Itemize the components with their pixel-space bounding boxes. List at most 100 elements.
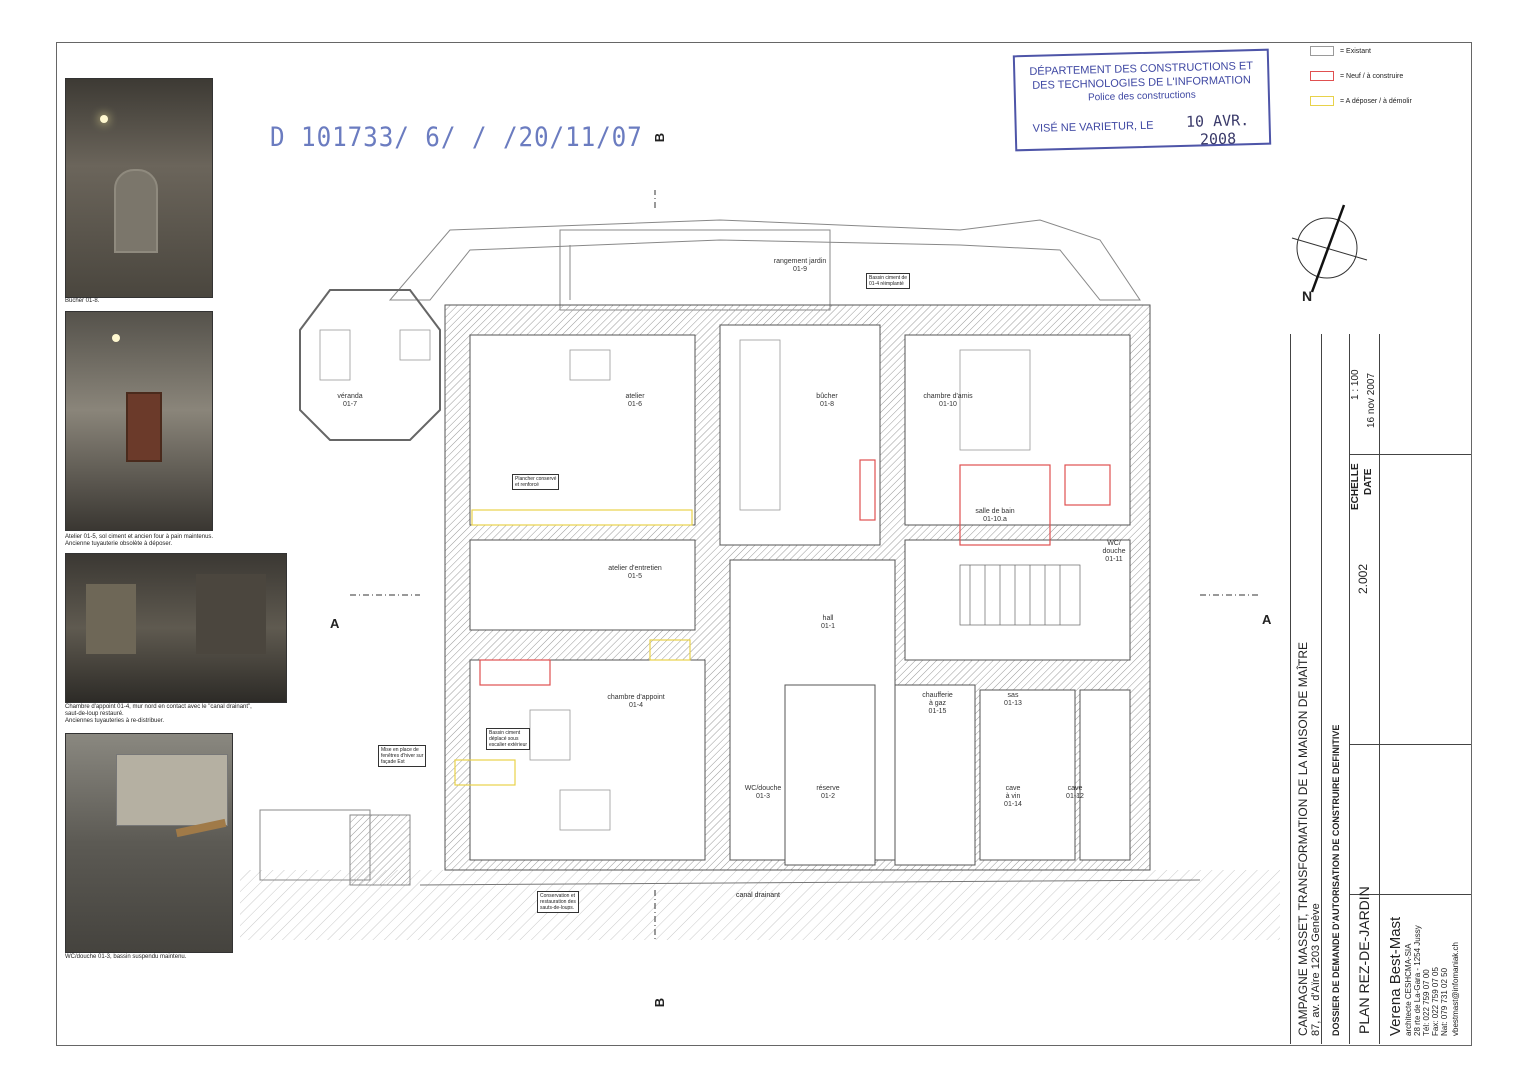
room-code: 01-10.a [983,516,1007,523]
room-name: bûcher [816,393,838,400]
scale-label: ECHELLE [1350,463,1361,510]
room-code: 01-14 [1004,801,1022,808]
architect-title: architecte CESHCMA-SIA [1404,943,1413,1036]
photo-caption: WC/douche 01-3, bassin suspendu maintenu… [65,954,187,960]
section-mark-b: B [652,132,668,143]
room-code: 01-4 [628,702,643,709]
legend-item: = Neuf / à construire [1310,71,1403,81]
section-mark-a: A [330,616,340,631]
room-code: 01-12 [1066,793,1084,800]
room-name: rangement jardin [773,258,827,265]
architect-name: Verena Best-Mast [1387,916,1404,1036]
legend-label: = Neuf / à construire [1340,72,1404,80]
room-code: 01-3 [755,793,770,800]
legend-label: = A déposer / à démolir [1340,97,1412,105]
scale-value: 1 : 100 [1350,369,1361,400]
room-name: atelier [625,393,645,400]
room-name: WC/ douche [1102,540,1126,555]
room-name: chaufferie à gaz [922,692,953,707]
photo-caption: Chambre d'appoint 01-4, mur nord en cont… [65,704,252,724]
photo-atelier [65,311,213,531]
room-code: 01-1 [820,623,835,630]
room-name: chambre d'amis [923,393,973,400]
annotation-note: Bassin ciment de 01-4 réimplanté [866,273,911,289]
room-code: 01-15 [928,708,947,715]
room-code: 01-2 [820,793,835,800]
room-code: 01-11 [1105,556,1123,563]
annotation-note: Bassin ciment déplacé sous escalier exté… [486,728,531,750]
approval-stamp: DÉPARTEMENT DES CONSTRUCTIONS ET DES TEC… [1012,48,1272,152]
room-name: chambre d'appoint [607,694,665,701]
architect-email: vbestmast@infomaniak.ch [1451,942,1460,1036]
legend-swatch [1310,46,1334,56]
legend-label: = Existant [1340,47,1371,55]
date-value: 16 nov 2007 [1366,372,1377,428]
room-code: 01-10 [939,401,957,408]
photo-bucher [65,78,213,298]
stamp-date: 10 AVR. 2008 [1185,111,1250,149]
room-name: salle de bain [975,508,1015,515]
room-name: véranda [337,393,363,400]
photo-chambre-appoint [65,553,287,703]
architect-nat: Nat: 079 731 02 50 [1440,967,1449,1036]
room-code: 01-9 [792,266,807,273]
room-code: 01-13 [1004,700,1022,707]
north-label: N [1302,288,1313,304]
room-code: 01-5 [627,573,642,580]
photo-caption: Bûcher 01-8. [65,298,100,304]
canal-label: canal drainant [736,892,780,899]
legend-item: = Existant [1310,46,1371,56]
legend-swatch [1310,96,1334,106]
annotation-note: Mise en place de fenêtres d'hiver sur fa… [378,745,427,767]
title-block [1290,334,1471,1044]
reference-stamp: D 101733/ 6/ / /20/11/07 [270,122,643,153]
room-code: 01-7 [342,401,357,408]
stamp-line: VISÉ NE VARIETUR, LE [1032,119,1154,135]
room-name: cave [1067,785,1083,792]
section-mark-a: A [1262,612,1272,627]
photo-caption: Atelier 01-5, sol ciment et ancien four … [65,534,214,547]
annotation-note: Plancher conservé et renforcé [512,474,560,490]
dossier-title: DOSSIER DE DEMANDE D'AUTORISATION DE CON… [1331,724,1341,1036]
floor-plan [240,190,1280,940]
architect-tel: Tél: 022 759 07 00 [1422,969,1431,1036]
north-arrow-icon [1291,204,1368,293]
room-name: cave à vin [1005,785,1021,800]
room-name: réserve [816,785,840,792]
project-address: 87, av. d'Aïre 1203 Genève [1310,903,1322,1036]
photo-wc-douche [65,733,233,953]
annotation-note: Conservation et restauration des sauts-d… [537,891,579,913]
drawing-sheet [56,42,1472,1046]
architect-fax: Fax: 022 759 07 05 [1431,967,1440,1036]
plan-title: PLAN REZ-DE-JARDIN [1356,886,1372,1034]
room-name: WC/douche [744,785,782,792]
plan-number: 2.002 [1356,563,1370,594]
room-code: 01-6 [627,401,642,408]
room-name: atelier d'entretien [608,565,662,572]
legend-item: = A déposer / à démolir [1310,96,1412,106]
room-name: sas [1007,692,1019,699]
room-name: hall [822,615,834,622]
room-code: 01-8 [819,401,834,408]
project-title: CAMPAGNE MASSET, TRANSFORMATION DE LA MA… [1296,641,1310,1036]
section-mark-b: B [652,997,668,1008]
legend-swatch [1310,71,1334,81]
date-label: DATE [1363,468,1374,495]
architect-address: 28 rte de La-Gara - 1254 Jussy [1413,925,1422,1036]
